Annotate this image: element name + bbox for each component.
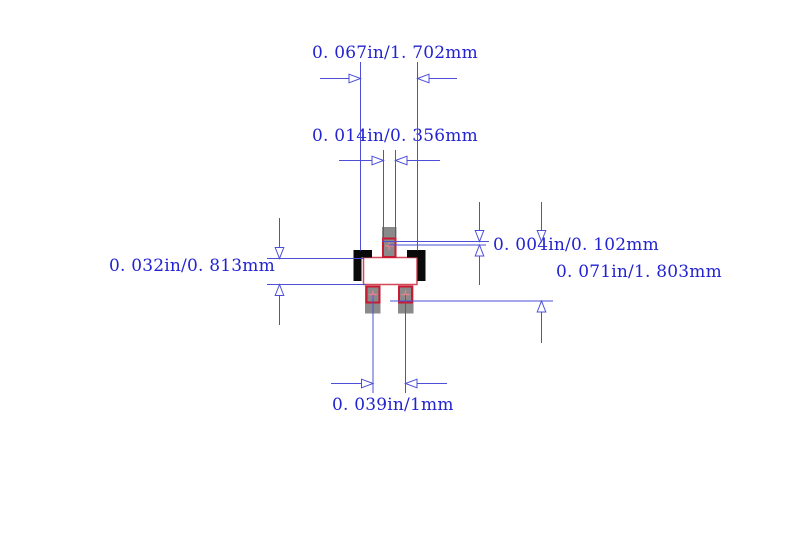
dimension-overall-height bbox=[390, 202, 553, 343]
dimension-lead-width bbox=[339, 150, 440, 241]
arrow-right-icon bbox=[361, 378, 375, 389]
arrow-right-icon bbox=[371, 155, 385, 166]
right-corner-marking bbox=[407, 250, 426, 281]
arrow-left-icon bbox=[416, 73, 430, 84]
dimension-lead-pitch bbox=[331, 295, 447, 393]
dimension-label-overall-height: 0. 071in/1. 803mm bbox=[556, 262, 722, 282]
arrow-right-icon bbox=[348, 73, 362, 84]
arrow-down-icon bbox=[474, 230, 485, 243]
arrow-up-icon bbox=[274, 283, 285, 296]
dimension-label-lead-span: 0. 067in/1. 702mm bbox=[312, 43, 478, 63]
arrow-left-icon bbox=[404, 378, 418, 389]
arrow-up-icon bbox=[536, 299, 547, 313]
dimension-label-lead-pitch: 0. 039in/1mm bbox=[332, 395, 454, 415]
arrow-down-icon bbox=[274, 247, 285, 260]
top-pad-outline bbox=[382, 237, 397, 258]
package-body bbox=[362, 256, 418, 286]
dimension-body-height bbox=[267, 218, 366, 325]
arrow-down-icon bbox=[536, 230, 547, 243]
dimension-label-pad-gap: 0. 004in/0. 102mm bbox=[493, 235, 659, 255]
top-pad-center-mark bbox=[385, 241, 394, 251]
dimension-label-body-height: 0. 032in/0. 813mm bbox=[109, 256, 275, 276]
left-corner-marking bbox=[353, 250, 372, 281]
dimension-label-lead-width: 0. 014in/0. 356mm bbox=[312, 126, 478, 146]
dimension-pad-gap bbox=[382, 202, 489, 285]
dimension-lead-span bbox=[320, 62, 457, 251]
arrow-left-icon bbox=[394, 155, 408, 166]
arrow-up-icon bbox=[474, 243, 485, 257]
